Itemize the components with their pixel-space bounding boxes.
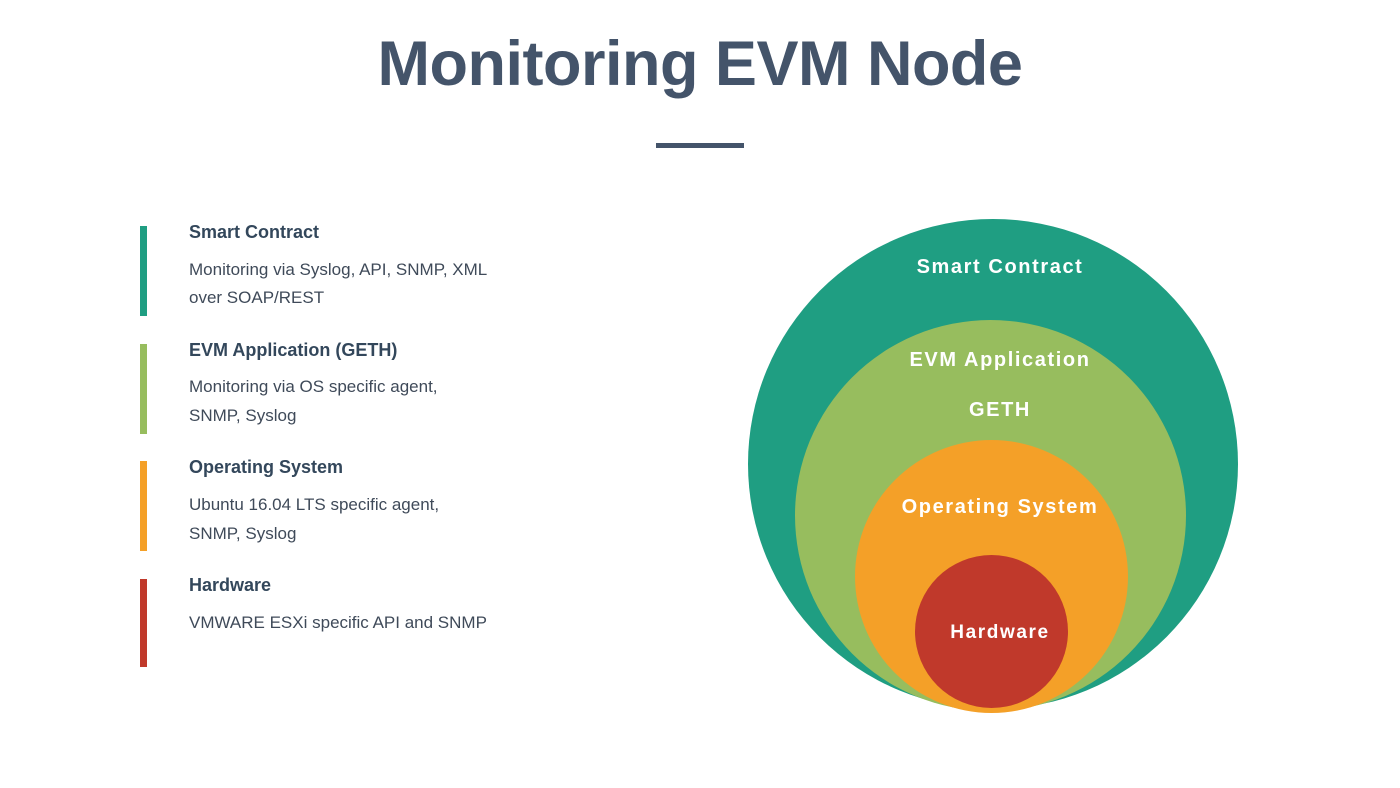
circle-label-hardware: Hardware [950,622,1050,643]
legend-color-bar-red [140,579,147,668]
legend-item-operating-system: Operating System Ubuntu 16.04 LTS specif… [140,457,560,552]
circle-label-evm-application: EVM Application [909,349,1091,371]
circle-label-operating-system: Operating System [901,496,1099,518]
legend-color-bar-orange [140,461,147,552]
legend-color-bar-teal [140,226,147,316]
legend-description: Ubuntu 16.04 LTS specific agent, SNMP, S… [189,494,440,543]
legend-heading: EVM Application (GETH) [189,339,398,360]
legend-item-smart-contract: Smart Contract Monitoring via Syslog, AP… [140,222,560,316]
legend-color-bar-green [140,343,147,434]
title-underline-divider [656,143,744,148]
legend-item-evm-application: EVM Application (GETH) Monitoring via OS… [140,339,560,434]
legend-heading: Operating System [189,457,344,478]
circle-label-smart-contract: Smart Contract [916,256,1084,278]
legend-item-hardware: Hardware VMWARE ESXi specific API and SN… [140,575,560,668]
concentric-circles-diagram: Smart Contract EVM Application GETH Oper… [740,210,1260,730]
legend-description: VMWARE ESXi specific API and SNMP [189,612,487,632]
circle-label-geth: GETH [969,399,1031,421]
legend-description: Monitoring via Syslog, API, SNMP, XML ov… [189,259,487,308]
legend-heading: Smart Contract [189,222,320,242]
circle-layer-hardware [915,555,1068,708]
legend-list: Smart Contract Monitoring via Syslog, AP… [140,222,560,668]
legend-description: Monitoring via OS specific agent, SNMP, … [189,377,438,425]
page-title: Monitoring EVM Node [377,29,1023,99]
legend-heading: Hardware [189,575,272,596]
